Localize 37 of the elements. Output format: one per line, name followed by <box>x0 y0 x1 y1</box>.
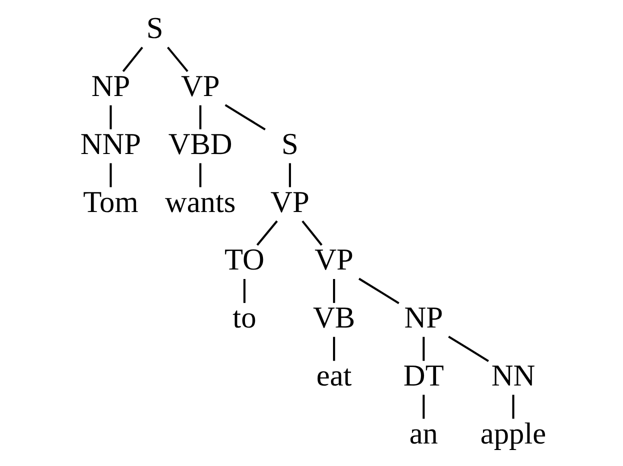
connector <box>198 163 201 188</box>
connector <box>242 279 245 303</box>
node-text: Tom <box>82 184 138 219</box>
node-text: wants <box>164 184 236 219</box>
node-text: NP <box>404 300 443 335</box>
connector <box>224 104 266 130</box>
node-text: an <box>408 416 438 450</box>
connector <box>122 46 143 72</box>
connector <box>422 394 424 419</box>
node-text: VBD <box>168 126 232 161</box>
connector <box>109 163 112 188</box>
connector <box>301 220 322 246</box>
node-text: NP <box>90 68 130 103</box>
connector <box>448 336 488 362</box>
connector <box>109 105 112 130</box>
node-text: eat <box>316 358 352 392</box>
node-text: VP <box>180 68 220 103</box>
node-text: NNP <box>80 126 141 161</box>
connector <box>512 394 514 419</box>
connector <box>332 279 335 303</box>
node-text: apple <box>480 416 546 450</box>
connector <box>198 105 201 130</box>
node-text: S <box>281 126 298 161</box>
connector <box>166 46 188 72</box>
node-text: DT <box>402 358 444 392</box>
connector <box>358 278 399 304</box>
connector <box>332 336 335 361</box>
node-text: to <box>232 300 256 335</box>
node-text: VP <box>314 242 353 277</box>
connector <box>256 220 278 246</box>
node-text: TO <box>224 242 264 277</box>
node-text: VP <box>270 184 309 219</box>
connector <box>422 336 424 361</box>
connector <box>288 163 290 188</box>
node-text: VB <box>312 300 355 335</box>
node-text: NN <box>490 358 535 392</box>
node-text: S <box>146 11 163 46</box>
